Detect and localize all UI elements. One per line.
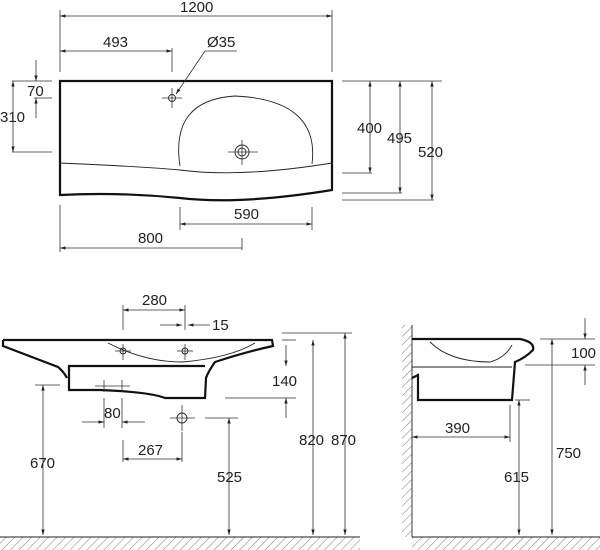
floor-hatch-side bbox=[412, 537, 600, 550]
dim-depth-middle: 495 bbox=[387, 130, 412, 147]
dim-waste-offset: 267 bbox=[138, 442, 163, 459]
dim-cabinet-height: 140 bbox=[272, 373, 297, 390]
dim-tap-hole-diameter: Ø35 bbox=[207, 34, 235, 51]
dim-waste-height: 525 bbox=[217, 469, 242, 486]
tap-hole-icon bbox=[162, 88, 182, 108]
drain-icon bbox=[228, 140, 258, 165]
dim-total-height: 870 bbox=[331, 432, 356, 449]
bowl-outline bbox=[178, 95, 314, 167]
dim-cabinet-bottom-height: 670 bbox=[30, 455, 55, 472]
wall-hatch bbox=[402, 325, 412, 537]
top-view: 1200 493 Ø35 70 310 400 495 520 590 800 bbox=[0, 0, 443, 252]
waste-outlet-icon bbox=[170, 405, 195, 431]
tap-hole-right-icon bbox=[177, 344, 193, 360]
basin-outline-side bbox=[411, 337, 535, 402]
dim-bowl-width: 590 bbox=[234, 206, 259, 223]
front-view: 280 15 140 80 267 670 525 820 870 bbox=[0, 292, 360, 550]
basin-front-edge bbox=[59, 162, 333, 174]
basin-outline-front bbox=[1, 338, 275, 400]
dim-cabinet-bottom-height-side: 615 bbox=[504, 469, 529, 486]
trap-points-icon bbox=[95, 380, 130, 392]
side-view: 100 390 615 750 bbox=[402, 318, 600, 550]
dim-drain-depth: 310 bbox=[0, 109, 25, 126]
dim-trap-spacing: 80 bbox=[104, 405, 121, 422]
dim-rim-thickness: 100 bbox=[571, 345, 596, 362]
dim-bowl-depth: 400 bbox=[357, 120, 382, 137]
dim-top-height: 750 bbox=[556, 445, 581, 462]
dim-tap-hole-offset: 493 bbox=[103, 34, 128, 51]
dim-depth-max: 520 bbox=[418, 144, 443, 161]
dim-tap-hole-depth: 70 bbox=[27, 83, 44, 100]
tap-hole-left-icon bbox=[115, 344, 131, 360]
dim-drain-offset: 800 bbox=[138, 230, 163, 247]
dim-rim-height: 820 bbox=[299, 432, 324, 449]
bowl-profile bbox=[107, 342, 256, 363]
basin-outline-top bbox=[58, 79, 334, 202]
dim-cabinet-depth: 390 bbox=[445, 420, 470, 437]
floor-hatch-front bbox=[0, 537, 360, 550]
dim-width-total: 1200 bbox=[180, 0, 213, 16]
dim-tap-spacing: 280 bbox=[142, 292, 167, 309]
bowl-profile-side bbox=[429, 341, 513, 363]
dim-tap-offset: 15 bbox=[212, 317, 229, 334]
